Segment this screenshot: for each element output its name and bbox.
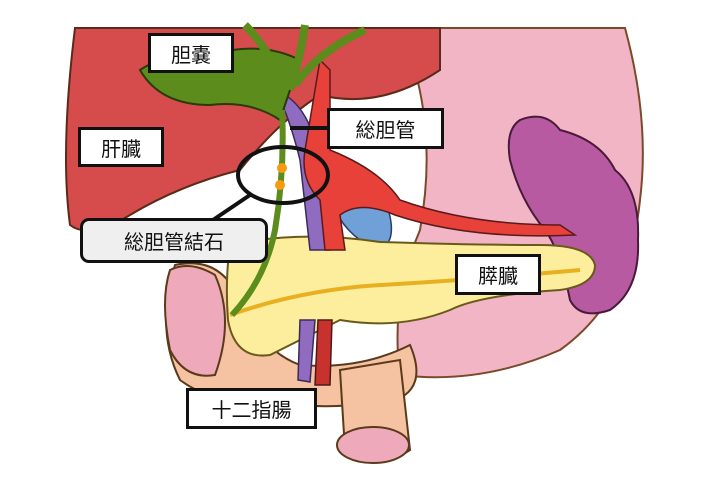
label-gallbladder: 胆嚢 xyxy=(148,33,234,73)
superior-mesenteric-artery xyxy=(314,319,333,386)
label-bile-duct-stone: 総胆管結石 xyxy=(80,218,268,263)
jejunum-end xyxy=(336,426,410,464)
superior-mesenteric-vein xyxy=(297,319,316,383)
common-bile-duct xyxy=(229,109,286,318)
spleen xyxy=(507,115,640,315)
label-common-bile-duct: 総胆管 xyxy=(327,108,444,149)
label-liver: 肝臓 xyxy=(78,127,164,167)
bile-duct-stone xyxy=(275,180,285,190)
bile-duct-branches xyxy=(242,22,367,92)
stone-highlight-circle xyxy=(236,145,330,205)
label-pancreas: 膵臓 xyxy=(455,254,541,295)
duodenum-wall xyxy=(164,265,226,377)
bile-duct-stone xyxy=(277,163,287,173)
hepatic-artery xyxy=(303,58,578,251)
label-duodenum: 十二指腸 xyxy=(186,388,317,429)
stone-leader-line xyxy=(208,193,252,224)
